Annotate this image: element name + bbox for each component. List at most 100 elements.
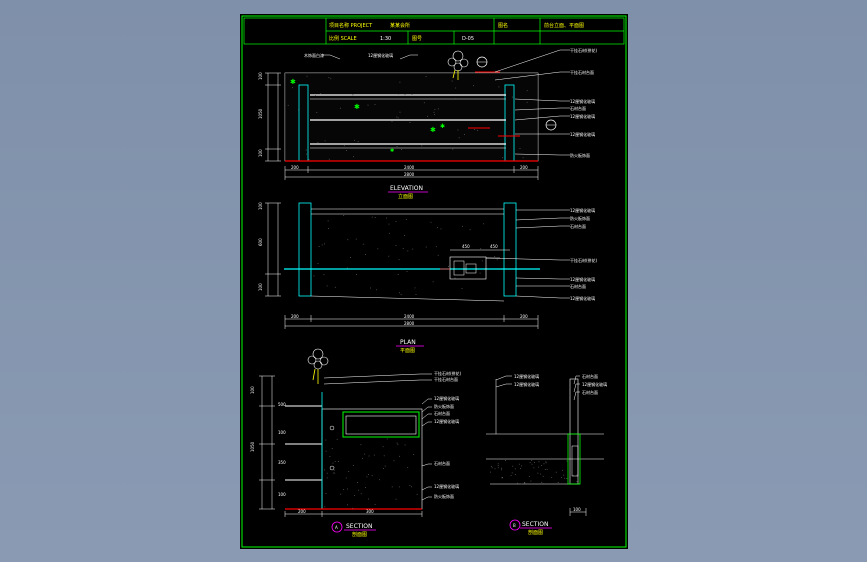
section-a-callout-5: 石材台面 [434, 410, 450, 416]
texture-dot [534, 462, 535, 463]
texture-dot [481, 260, 483, 262]
texture-dot [360, 493, 362, 495]
svg-text:✱: ✱ [354, 103, 360, 111]
plan-callout-2: 防火板饰面 [570, 215, 590, 221]
texture-dot [404, 94, 406, 96]
texture-dot [537, 472, 539, 474]
texture-dot [521, 483, 522, 485]
texture-dot [374, 217, 376, 218]
texture-dot [287, 104, 289, 106]
plan-callout-5: 12厘钢化玻璃 [570, 276, 595, 282]
texture-dot [542, 475, 544, 477]
texture-dot [430, 221, 432, 223]
texture-dot [327, 220, 329, 222]
texture-dot [497, 465, 499, 466]
texture-dot [382, 446, 384, 448]
texture-dot [484, 269, 485, 270]
texture-dot [551, 477, 553, 478]
texture-dot [343, 489, 345, 490]
texture-dot [317, 263, 319, 264]
texture-dot [306, 75, 308, 77]
elevation-top-label-2: 12厘钢化玻璃 [368, 52, 393, 58]
texture-dot [383, 455, 385, 457]
texture-dot [325, 439, 327, 441]
texture-dot [401, 149, 402, 150]
texture-dot [494, 468, 496, 470]
texture-dot [461, 288, 463, 289]
texture-dot [498, 86, 500, 88]
texture-dot [572, 474, 574, 476]
texture-dot [455, 87, 457, 89]
section-a-dim-bottom-1: 200 [298, 509, 306, 514]
texture-dot [365, 254, 366, 255]
texture-dot [399, 455, 400, 457]
texture-dot [343, 215, 345, 216]
texture-dot [340, 493, 342, 495]
texture-dot [530, 480, 532, 482]
section-a-callout-3: 12厘钢化玻璃 [434, 395, 459, 401]
texture-dot [396, 116, 398, 118]
texture-dot [483, 223, 484, 225]
texture-dot [348, 471, 350, 472]
texture-dot [357, 482, 358, 483]
texture-dot [437, 108, 439, 110]
texture-dot [333, 469, 335, 471]
texture-dot [451, 80, 453, 82]
texture-dot [524, 482, 526, 484]
texture-dot [399, 111, 401, 113]
texture-dot [404, 444, 406, 446]
texture-dot [374, 104, 376, 105]
texture-dot [480, 248, 482, 250]
texture-dot [409, 485, 411, 486]
texture-dot [435, 246, 437, 248]
title-drawing-label: 图名 [498, 22, 508, 29]
section-a-dim-left-3: 100 [278, 430, 286, 435]
texture-dot [358, 489, 360, 491]
texture-dot [522, 157, 524, 159]
texture-dot [320, 93, 322, 95]
texture-dot [386, 217, 387, 219]
texture-dot [569, 468, 571, 470]
section-a-callout-1: 干挂石材(拼花) [434, 370, 462, 376]
texture-dot [333, 466, 335, 468]
texture-dot [347, 504, 348, 506]
texture-dot [404, 235, 405, 236]
section-a-dim-left-1: 100 [250, 386, 255, 394]
plan-title-cn: 平面图 [400, 348, 415, 354]
texture-dot [325, 493, 327, 494]
texture-dot [501, 477, 503, 478]
elevation-dim-left-mid: 1050 [258, 108, 263, 119]
texture-dot [457, 129, 459, 131]
texture-dot [340, 107, 341, 109]
texture-dot [477, 130, 478, 131]
texture-dots [287, 75, 578, 509]
texture-dot [531, 460, 533, 461]
texture-dot [354, 495, 355, 496]
texture-dot [464, 134, 465, 135]
texture-dot [362, 457, 363, 459]
texture-dot [305, 149, 307, 151]
texture-dot [360, 444, 362, 446]
texture-dot [355, 238, 357, 240]
texture-dot [316, 112, 318, 113]
texture-dot [362, 243, 364, 245]
elevation-callout-4: 石材台面 [570, 105, 586, 111]
texture-dot [325, 450, 327, 452]
title-block [243, 17, 625, 45]
texture-dot [412, 248, 414, 250]
section-b-callout-3: 石材台面 [582, 373, 598, 379]
texture-dot [324, 469, 325, 471]
plan-callout-6: 石材台面 [570, 283, 586, 289]
plan-view [265, 202, 570, 329]
texture-dot [491, 467, 493, 469]
texture-dot [543, 463, 545, 465]
texture-dot [512, 465, 514, 467]
texture-dot [365, 487, 366, 488]
texture-dot [569, 482, 571, 484]
texture-dot [555, 471, 557, 473]
texture-dot [565, 483, 567, 485]
section-a-dim-left-2: 500 [278, 402, 286, 407]
section-b-callout-5: 石材台面 [582, 389, 598, 395]
texture-dot [497, 467, 499, 469]
